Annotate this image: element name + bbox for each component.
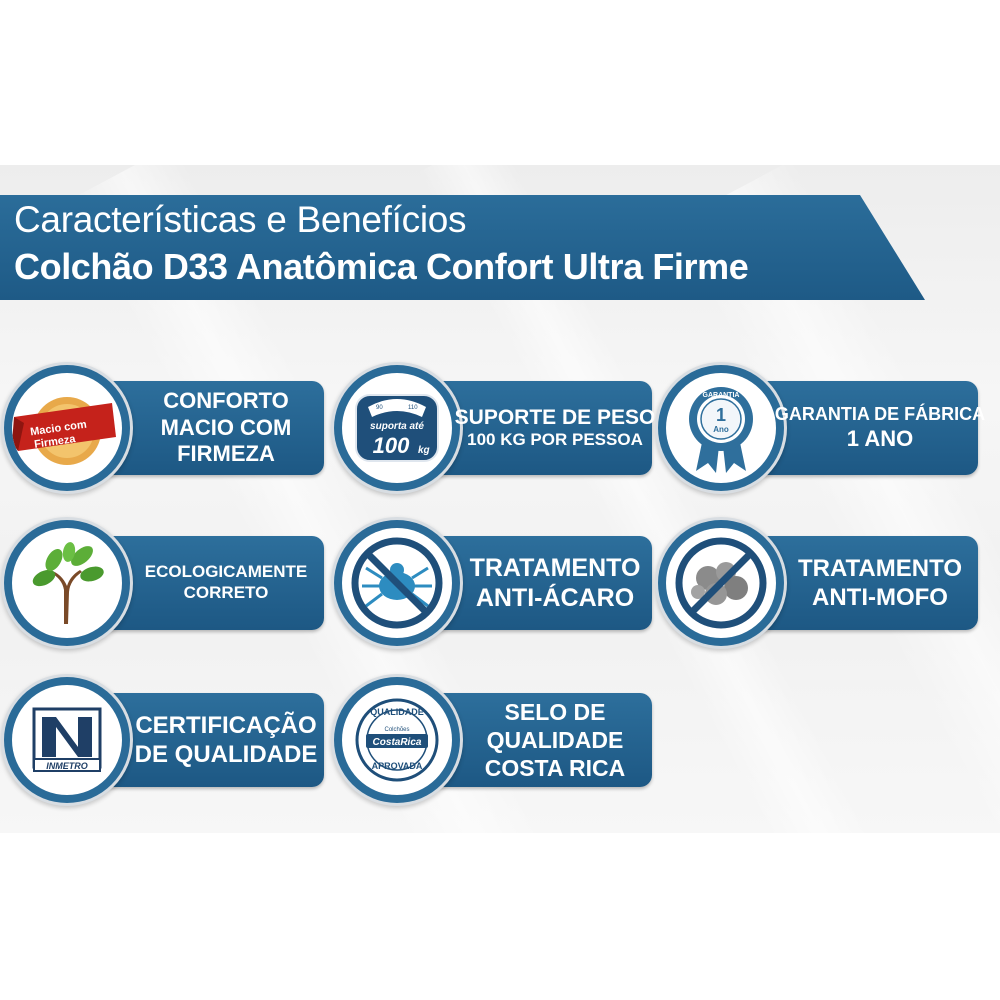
scale-tick: 110 xyxy=(408,405,418,411)
feature-line: ANTI-ÁCARO xyxy=(475,584,635,612)
feature-card-garantia: GARANTIA 1 Ano GARANTIA DE FÁBRICA 1 ANO xyxy=(666,373,985,483)
feature-line: CERTIFICAÇÃO xyxy=(135,711,317,739)
costa-rica-seal-icon: QUALIDADE Colchões CostaRica APROVADA xyxy=(355,698,439,782)
feature-line: DE QUALIDADE xyxy=(134,741,318,768)
ribbon-number: 1 xyxy=(716,405,726,425)
inmetro-label: INMETRO xyxy=(46,761,88,771)
feature-line: 1 ANO xyxy=(846,425,914,451)
inmetro-icon: INMETRO xyxy=(32,707,102,772)
feature-icon-circle xyxy=(12,528,122,638)
header-title: Características e Benefícios xyxy=(14,199,467,240)
seal-brand: CostaRica xyxy=(373,737,422,748)
feature-icon-circle: QUALIDADE Colchões CostaRica APROVADA xyxy=(342,685,452,795)
feature-line: MACIO COM xyxy=(160,414,292,440)
feature-line: TRATAMENTO xyxy=(798,554,962,582)
feature-label: TRATAMENTO ANTI-ÁCARO xyxy=(466,536,644,630)
feature-line: ANTI-MOFO xyxy=(812,584,948,611)
feature-line: TRATAMENTO xyxy=(469,553,641,582)
warranty-ribbon-icon: GARANTIA 1 Ano xyxy=(689,387,753,473)
feature-icon-circle: Macio com Firmeza xyxy=(12,373,122,483)
feature-icon-circle: INMETRO xyxy=(12,685,122,795)
feature-card-conforto: Macio com Firmeza CONFORTO MACIO COM FIR… xyxy=(12,373,324,483)
feature-line: SUPORTE DE PESO xyxy=(454,405,656,429)
feature-line: ECOLOGICAMENTE xyxy=(144,562,308,582)
scale-tick: 90 xyxy=(376,405,383,411)
no-mold-icon xyxy=(675,537,767,629)
macio-com-firmeza-badge-icon: Macio com Firmeza xyxy=(12,397,116,465)
seal-small-text: Colchões xyxy=(384,727,409,733)
feature-line: 100 KG POR PESSOA xyxy=(467,430,643,450)
feature-line: CONFORTO xyxy=(163,387,289,413)
feature-card-anti-mofo: TRATAMENTO ANTI-MOFO xyxy=(666,528,978,638)
seal-bottom-text: APROVADA xyxy=(372,761,423,771)
no-mite-icon xyxy=(351,537,443,629)
feature-card-selo-costa-rica: QUALIDADE Colchões CostaRica APROVADA SE… xyxy=(342,685,652,795)
feature-label: CERTIFICAÇÃO DE QUALIDADE xyxy=(134,693,318,787)
feature-label: GARANTIA DE FÁBRICA 1 ANO xyxy=(775,381,985,475)
feature-label: TRATAMENTO ANTI-MOFO xyxy=(790,536,970,630)
feature-card-ecologicamente: ECOLOGICAMENTE CORRETO xyxy=(12,528,324,638)
feature-line: GARANTIA DE FÁBRICA xyxy=(774,403,986,424)
feature-icon-circle: 90 110 suporta até 100 kg xyxy=(342,373,452,483)
feature-card-suporte-peso: 90 110 suporta até 100 kg SUPORTE DE PES… xyxy=(342,373,656,483)
seal-top-text: QUALIDADE xyxy=(370,707,424,717)
feature-line: FIRMEZA xyxy=(177,441,275,467)
feature-icon-circle xyxy=(666,528,776,638)
feature-card-anti-acaro: TRATAMENTO ANTI-ÁCARO xyxy=(342,528,652,638)
scale-caption: suporta até xyxy=(370,421,424,432)
feature-card-certificacao: INMETRO CERTIFICAÇÃO DE QUALIDADE xyxy=(12,685,324,795)
feature-label: CONFORTO MACIO COM FIRMEZA xyxy=(136,381,316,475)
feature-label: SELO DE QUALIDADE COSTA RICA xyxy=(466,693,644,787)
feature-label: ECOLOGICAMENTE CORRETO xyxy=(136,536,316,630)
tree-icon xyxy=(32,542,104,624)
header-banner: Características e Benefícios Colchão D33… xyxy=(0,195,925,300)
feature-line: QUALIDADE xyxy=(486,726,624,753)
badge-text-line2: Firmeza xyxy=(33,433,77,451)
feature-line: COSTA RICA xyxy=(484,755,626,782)
header-subtitle: Colchão D33 Anatômica Confort Ultra Firm… xyxy=(14,246,749,287)
feature-line: SELO DE xyxy=(504,698,606,725)
scale-value: 100 xyxy=(373,433,410,458)
feature-icon-circle: GARANTIA 1 Ano xyxy=(666,373,776,483)
ribbon-unit: Ano xyxy=(713,425,729,434)
weight-scale-icon: 90 110 suporta até 100 kg xyxy=(355,394,439,462)
feature-label: SUPORTE DE PESO 100 KG POR PESSOA xyxy=(455,381,656,475)
scale-unit: kg xyxy=(418,445,430,456)
feature-line: CORRETO xyxy=(183,583,269,602)
feature-icon-circle xyxy=(342,528,452,638)
ribbon-label: GARANTIA xyxy=(703,392,740,399)
